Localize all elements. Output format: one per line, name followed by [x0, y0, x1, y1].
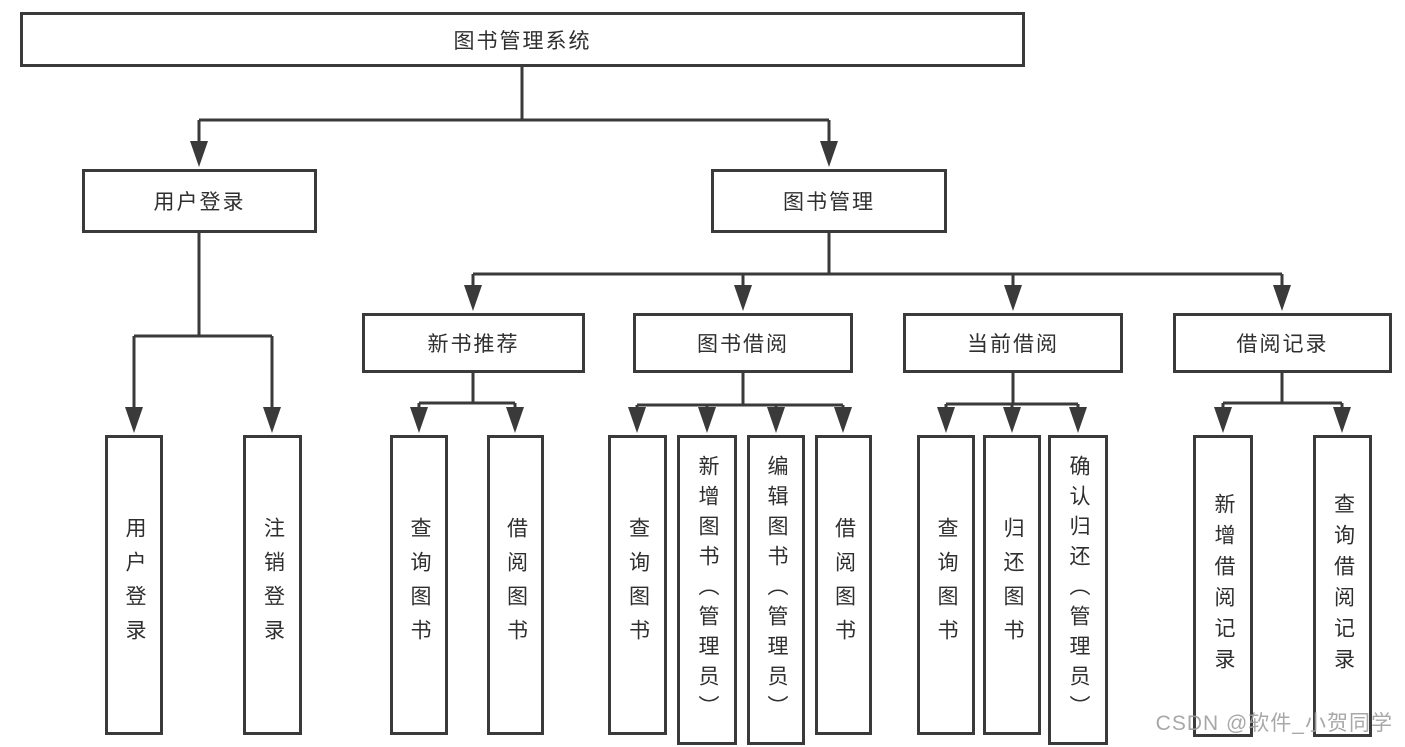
leaf-query-books-recommend: 查询图书 — [390, 435, 448, 735]
leaf-query-books-borrow: 查询图书 — [608, 435, 667, 735]
node-label: 注销登录 — [261, 517, 285, 653]
node-label: 查询图书 — [408, 517, 431, 653]
node-label: 查询图书 — [935, 517, 958, 653]
node-library-management-system: 图书管理系统 — [20, 12, 1025, 67]
leaf-add-books-admin: 新增图书（管理员） — [677, 435, 737, 745]
csdn-watermark: CSDN @软件_小贺同学 — [1155, 712, 1393, 735]
node-label: 借阅记录 — [1236, 333, 1329, 356]
node-label: 确认归还（管理员） — [1067, 455, 1090, 725]
node-label: 编辑图书（管理员） — [765, 455, 788, 725]
leaf-borrow-books: 借阅图书 — [815, 435, 872, 735]
leaf-query-borrow-record: 查询借阅记录 — [1313, 435, 1372, 737]
node-label: 用户登录 — [123, 517, 146, 653]
node-label: 新增借阅记录 — [1212, 493, 1235, 679]
leaf-logout: 注销登录 — [243, 435, 302, 735]
leaf-borrow-books-recommend: 借阅图书 — [487, 435, 544, 735]
node-label: 新书推荐 — [427, 333, 520, 356]
leaf-add-borrow-record: 新增借阅记录 — [1193, 435, 1253, 737]
node-book-borrowing: 图书借阅 — [633, 313, 853, 373]
leaf-user-login: 用户登录 — [105, 435, 163, 735]
leaf-return-books: 归还图书 — [983, 435, 1041, 735]
node-label: 借阅图书 — [504, 517, 528, 653]
node-borrowing-records: 借阅记录 — [1173, 313, 1392, 373]
node-label: 查询图书 — [626, 517, 650, 653]
node-label: 查询借阅记录 — [1331, 493, 1355, 679]
node-label: 图书管理系统 — [453, 29, 592, 53]
arrowheads — [125, 141, 1351, 433]
node-label: 新增图书（管理员） — [696, 455, 719, 725]
node-new-book-recommend: 新书推荐 — [362, 313, 585, 373]
node-label: 图书借阅 — [697, 333, 789, 356]
node-user-login: 用户登录 — [82, 169, 317, 233]
node-label: 图书管理 — [783, 191, 875, 214]
node-label: 归还图书 — [1001, 517, 1024, 653]
leaf-edit-books-admin: 编辑图书（管理员） — [747, 435, 805, 745]
leaf-confirm-return-admin: 确认归还（管理员） — [1048, 435, 1108, 745]
node-label: 借阅图书 — [832, 517, 856, 653]
node-label: 用户登录 — [153, 191, 246, 214]
leaf-query-books-current: 查询图书 — [917, 435, 975, 735]
node-current-borrowing: 当前借阅 — [903, 313, 1123, 373]
node-label: 当前借阅 — [967, 333, 1059, 356]
node-book-management: 图书管理 — [711, 169, 947, 233]
